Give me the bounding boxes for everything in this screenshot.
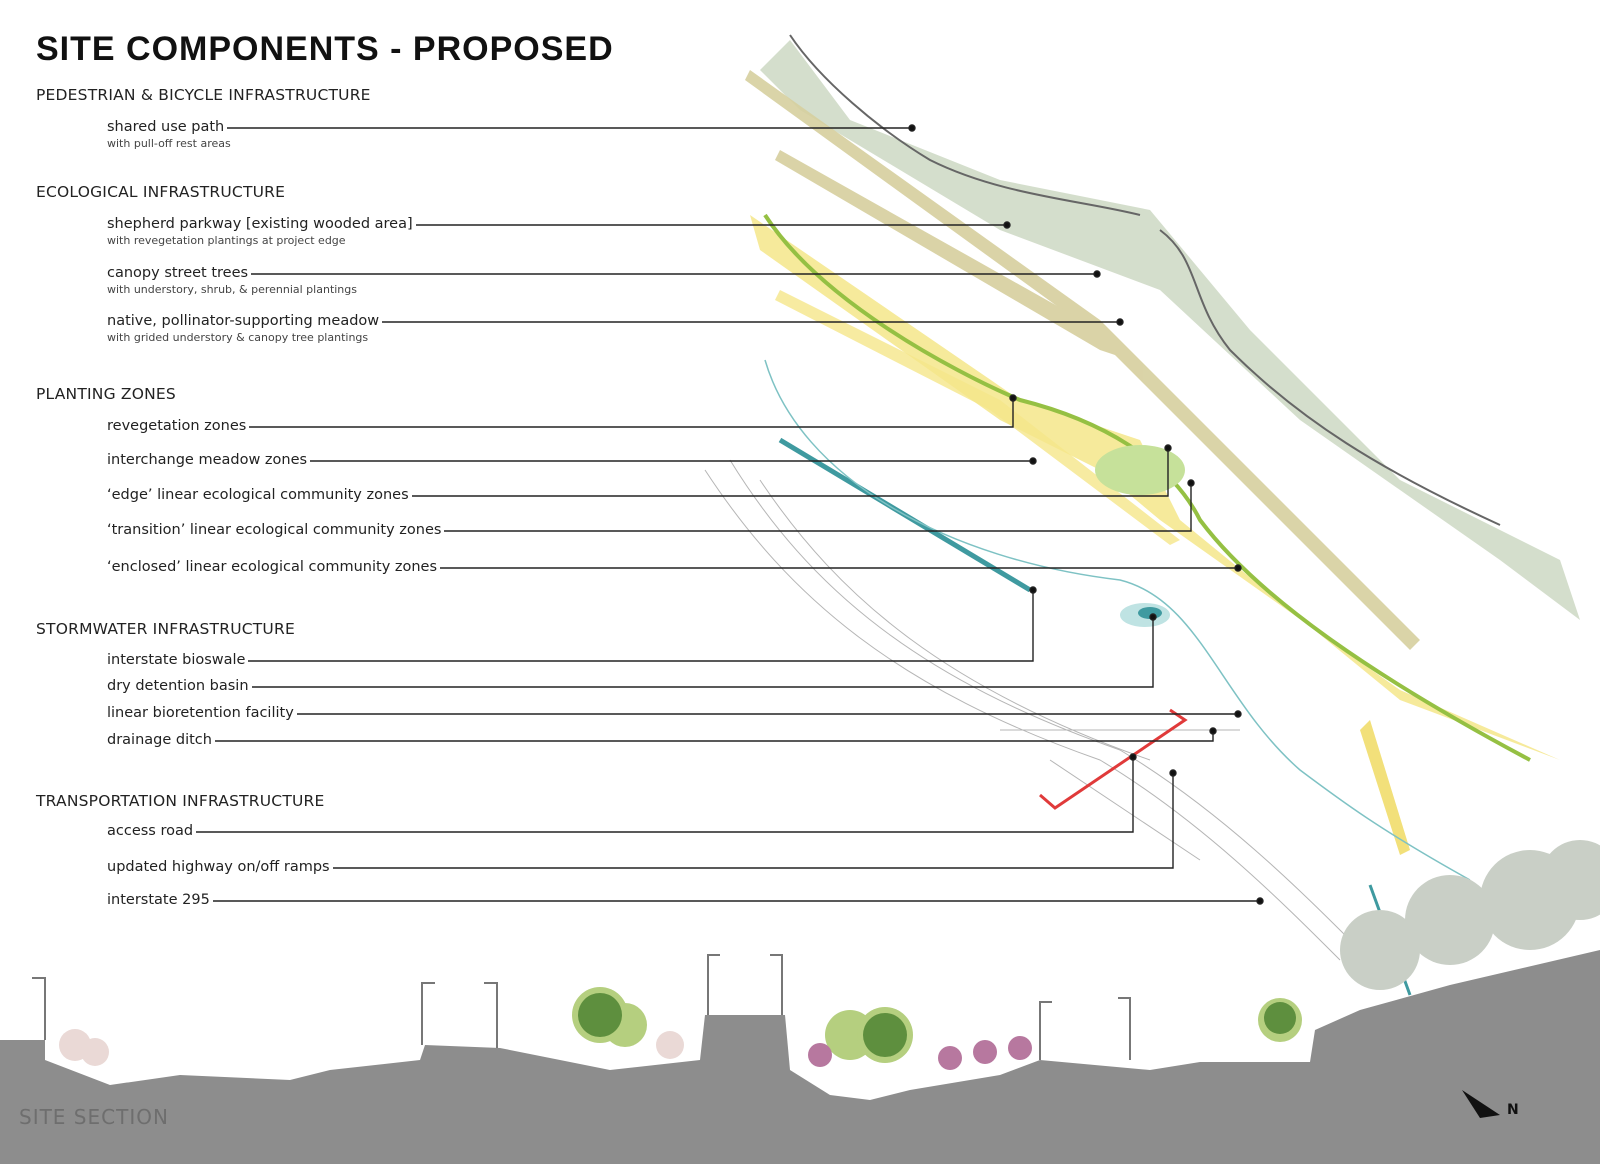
north-label: N: [1507, 1102, 1519, 1118]
leader-dot: [1029, 457, 1037, 465]
north-arrow-icon: [1462, 1090, 1500, 1118]
leader-dot: [1169, 769, 1177, 777]
leader-dot: [1003, 221, 1011, 229]
leader-lines: [195, 124, 1264, 905]
component-label: access road: [107, 823, 197, 840]
component-label: ‘enclosed’ linear ecological community z…: [107, 559, 441, 576]
site-section: [0, 950, 1600, 1164]
leader-dot: [1234, 710, 1242, 718]
leader-dot: [1116, 318, 1124, 326]
leader-line: [195, 757, 1134, 833]
component-label: interstate bioswale: [107, 652, 249, 669]
category-heading: PLANTING ZONES: [36, 385, 176, 403]
component-label: interchange meadow zones: [107, 452, 311, 469]
component-label: native, pollinator-supporting meadow: [107, 313, 383, 330]
component-label: canopy street trees: [107, 265, 252, 282]
page-title: SITE COMPONENTS - PROPOSED: [36, 30, 614, 68]
component-label: linear bioretention facility: [107, 705, 297, 722]
leader-dot: [1256, 897, 1264, 905]
trees-east: [1340, 840, 1600, 990]
leader-line: [328, 773, 1174, 869]
component-sublabel: with understory, shrub, & perennial plan…: [107, 283, 357, 296]
leader-line: [430, 483, 1192, 532]
category-heading: ECOLOGICAL INFRASTRUCTURE: [36, 183, 286, 201]
category-heading: STORMWATER INFRASTRUCTURE: [36, 620, 295, 638]
leader-dot: [1029, 586, 1037, 594]
component-label: dry detention basin: [107, 678, 252, 695]
component-sublabel: with pull-off rest areas: [107, 137, 231, 150]
leader-line: [212, 731, 1214, 742]
proposed-access-road: [1039, 708, 1188, 810]
component-label: shepherd parkway [existing wooded area]: [107, 216, 416, 233]
leader-dot: [1164, 444, 1172, 452]
site-section-label: SITE SECTION: [19, 1105, 169, 1129]
leader-dot: [1187, 479, 1195, 487]
leader-dot: [1093, 270, 1101, 278]
leader-dot: [1009, 394, 1017, 402]
shared-use-path: [745, 70, 1420, 650]
leader-line: [402, 448, 1169, 497]
leader-line: [244, 617, 1154, 688]
leader-dot: [1129, 753, 1137, 761]
component-label: ‘edge’ linear ecological community zones: [107, 487, 412, 504]
component-sublabel: with grided understory & canopy tree pla…: [107, 331, 369, 344]
component-sublabel: with revegetation plantings at project e…: [107, 234, 346, 247]
component-label: interstate 295: [107, 892, 213, 909]
component-label: shared use path: [107, 119, 228, 136]
component-label: revegetation zones: [107, 418, 250, 435]
category-heading: PEDESTRIAN & BICYCLE INFRASTRUCTURE: [36, 86, 371, 104]
leader-dot: [1234, 564, 1242, 572]
wooded-area: [760, 34, 1580, 620]
component-label: ‘transition’ linear ecological community…: [107, 522, 445, 539]
component-label: updated highway on/off ramps: [107, 859, 333, 876]
leader-line: [242, 398, 1014, 428]
leader-dot: [1209, 727, 1217, 735]
leader-line: [240, 590, 1034, 662]
category-heading: TRANSPORTATION INFRASTRUCTURE: [36, 792, 325, 810]
meadow-zones: [750, 213, 1560, 855]
leader-dot: [1149, 613, 1157, 621]
component-label: drainage ditch: [107, 732, 215, 749]
leader-dot: [908, 124, 916, 132]
highway-linework: [704, 459, 1361, 961]
